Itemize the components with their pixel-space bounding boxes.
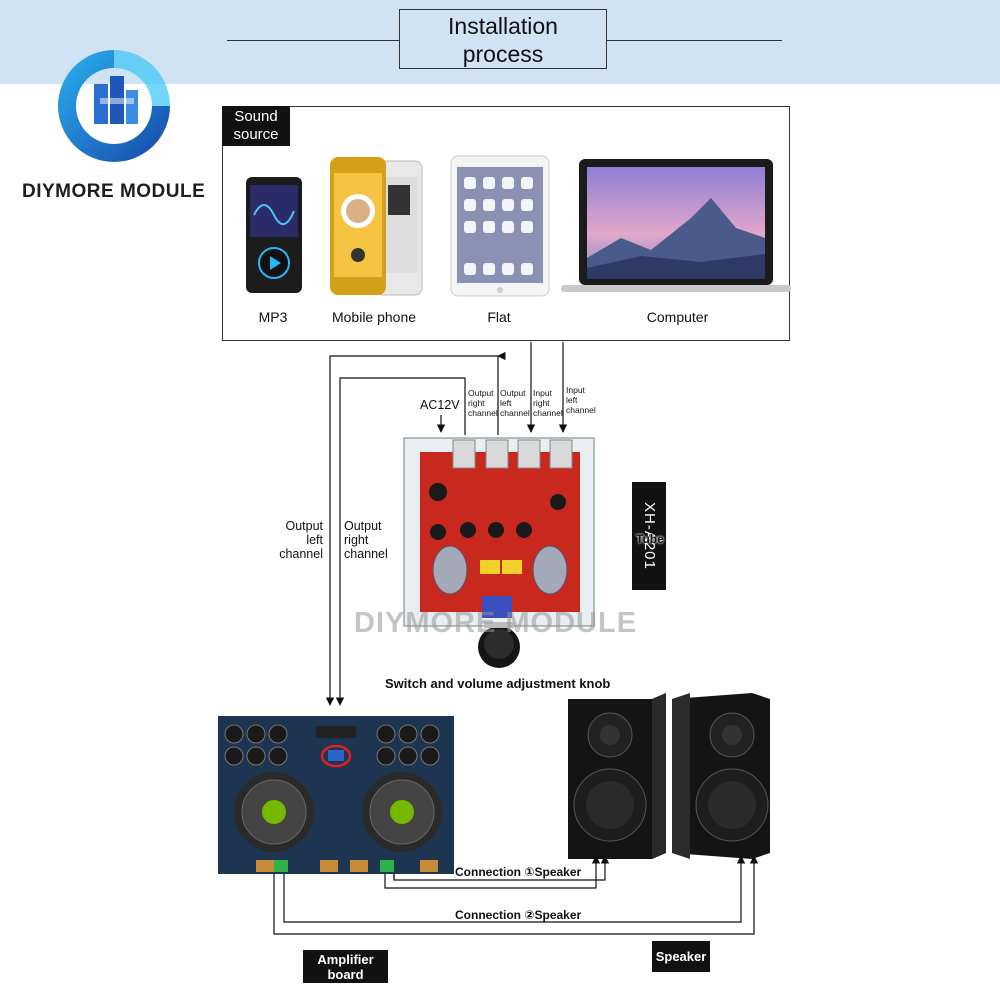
laptop-icon	[561, 159, 791, 292]
speakers-icon	[568, 693, 770, 859]
output-left-channel-label: Output left channel	[500, 388, 530, 418]
amp-tag-line-1: Amplifier	[317, 952, 374, 967]
input-right-l2: right	[533, 398, 550, 408]
amp-tag-line-2: board	[327, 967, 364, 982]
watermark: DIYMORE MODULE	[354, 607, 638, 639]
input-right-l1: Input	[533, 388, 552, 398]
tablet-icon	[450, 155, 550, 297]
wire-connection-2b	[273, 855, 759, 935]
input-left-l1: Input	[566, 385, 585, 395]
side-right-l2: right	[344, 533, 369, 547]
title-line-1: Installation	[448, 13, 558, 39]
tube-preamp-board	[403, 437, 595, 668]
device-label-flat: Flat	[487, 309, 511, 325]
wire-output-right	[335, 377, 466, 706]
device-label-mobile-phone: Mobile phone	[331, 309, 417, 325]
side-right-l1: Output	[344, 519, 382, 533]
diymore-logo-icon	[58, 50, 170, 162]
connection-1-label: Connection ①Speaker	[455, 865, 582, 879]
output-right-l1: Output	[468, 388, 494, 398]
wire-connection-2a	[283, 855, 746, 923]
device-label-computer: Computer	[646, 309, 709, 325]
model-tag	[632, 482, 666, 590]
wire-output-left	[325, 355, 499, 706]
knob-label: Switch and volume adjustment knob	[385, 676, 611, 691]
connection-2-label: Connection ②Speaker	[455, 908, 582, 922]
title-line-2: process	[462, 41, 544, 67]
amplifier-board-tag: Amplifier board	[303, 950, 388, 983]
side-right-l3: channel	[344, 547, 388, 561]
device-label-mp3: MP3	[258, 309, 288, 325]
output-right-l3: channel	[468, 408, 498, 418]
title-rule-left	[227, 40, 399, 41]
sound-source-tag: Sound source	[222, 106, 290, 146]
sound-source-tag-line-2: source	[233, 126, 279, 143]
output-left-l1: Output	[500, 388, 526, 398]
input-left-l2: left	[566, 395, 578, 405]
brand-name: DIYMORE MODULE	[22, 181, 206, 202]
sound-source-tag-line-1: Sound	[234, 108, 278, 125]
title-rule-right	[607, 40, 782, 41]
side-left-l2: left	[306, 533, 323, 547]
page-title: Installation process	[399, 9, 607, 69]
output-left-l2: left	[500, 398, 512, 408]
side-output-right-label: Output right channel	[344, 519, 388, 561]
tube-label: Tube	[636, 532, 664, 546]
input-right-channel-label: Input right channel	[533, 388, 563, 418]
mp3-player-icon	[246, 177, 302, 293]
side-left-l3: channel	[279, 547, 323, 561]
input-left-channel-label: Input left channel	[566, 385, 596, 415]
speaker-tag: Speaker	[652, 941, 710, 972]
input-left-l3: channel	[566, 405, 596, 415]
output-left-l3: channel	[500, 408, 530, 418]
mobile-phone-icon	[330, 157, 423, 296]
side-left-l1: Output	[285, 519, 323, 533]
input-right-l3: channel	[533, 408, 563, 418]
model-tag-text: XH-A201	[641, 502, 658, 570]
output-right-l2: right	[468, 398, 485, 408]
output-right-channel-label: Output right channel	[468, 388, 498, 418]
side-output-left-label: Output left channel	[277, 519, 323, 561]
amplifier-board	[218, 716, 454, 874]
ac12v-label: AC12V	[420, 398, 460, 412]
